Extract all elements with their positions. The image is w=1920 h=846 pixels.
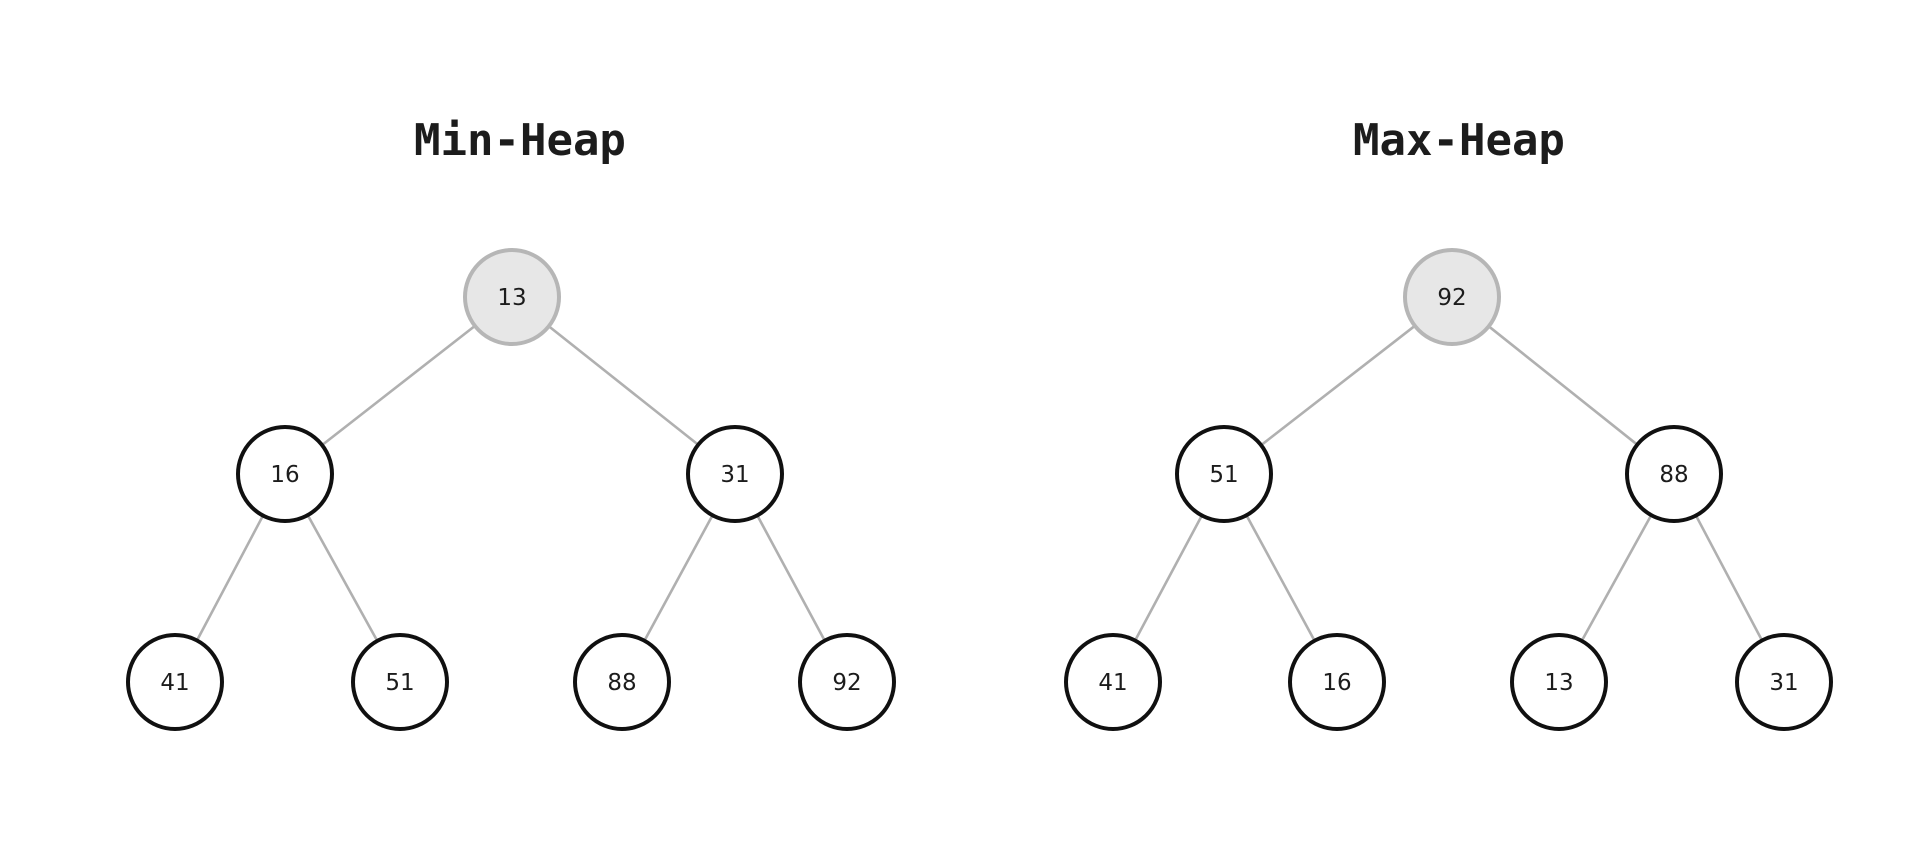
tree-node[interactable]: 13 — [1510, 633, 1608, 731]
tree-node[interactable]: 41 — [126, 633, 224, 731]
tree-edge — [306, 514, 379, 642]
node-circle[interactable] — [573, 633, 671, 731]
node-value-label: 31 — [1769, 670, 1798, 696]
edges-min-heap — [196, 325, 826, 642]
edges-max-heap — [1134, 325, 1763, 642]
tree-edge — [548, 325, 699, 446]
node-value-label: 51 — [1209, 462, 1238, 488]
node-value-label: 88 — [607, 670, 636, 696]
node-circle[interactable] — [798, 633, 896, 731]
node-circle[interactable] — [1064, 633, 1162, 731]
panels-layer: Min-Heap 13 16 31 41 51 88 92 Max-Heap 92 51 88 41 16… — [126, 115, 1833, 731]
node-value-label: 41 — [160, 670, 189, 696]
node-value-label: 92 — [1437, 285, 1466, 311]
node-value-label: 88 — [1659, 462, 1688, 488]
tree-node[interactable]: 88 — [573, 633, 671, 731]
tree-edge — [1134, 515, 1203, 641]
heap-panel-min-heap: Min-Heap 13 16 31 41 51 88 92 — [126, 115, 896, 731]
tree-edge — [1695, 515, 1763, 641]
heap-title-max-heap: Max-Heap — [1353, 115, 1565, 166]
tree-edge — [1488, 325, 1638, 446]
node-circle[interactable] — [1175, 425, 1273, 523]
tree-node[interactable]: 16 — [236, 425, 334, 523]
tree-node[interactable]: 31 — [686, 425, 784, 523]
node-circle[interactable] — [1735, 633, 1833, 731]
node-value-label: 13 — [497, 285, 526, 311]
tree-edge — [643, 514, 714, 642]
tree-node[interactable]: 31 — [1735, 633, 1833, 731]
heap-panel-max-heap: Max-Heap 92 51 88 41 16 13 31 — [1064, 115, 1833, 731]
root-node-circle[interactable] — [1403, 248, 1501, 346]
node-value-label: 92 — [832, 670, 861, 696]
node-value-label: 51 — [385, 670, 414, 696]
tree-edge — [196, 515, 264, 641]
node-circle[interactable] — [351, 633, 449, 731]
node-circle[interactable] — [1510, 633, 1608, 731]
tree-node[interactable]: 16 — [1288, 633, 1386, 731]
node-value-label: 41 — [1098, 670, 1127, 696]
tree-node[interactable]: 92 — [798, 633, 896, 731]
tree-edge — [1245, 514, 1316, 642]
node-circle[interactable] — [686, 425, 784, 523]
node-value-label: 31 — [720, 462, 749, 488]
tree-edge — [321, 325, 476, 446]
node-circle[interactable] — [1288, 633, 1386, 731]
tree-edge — [756, 514, 826, 642]
node-value-label: 13 — [1544, 670, 1573, 696]
node-value-label: 16 — [1322, 670, 1351, 696]
root-node-circle[interactable] — [463, 248, 561, 346]
tree-node[interactable]: 51 — [351, 633, 449, 731]
tree-node[interactable]: 41 — [1064, 633, 1162, 731]
node-circle[interactable] — [236, 425, 334, 523]
tree-edge — [1580, 514, 1653, 642]
tree-edge — [1260, 325, 1416, 446]
tree-node[interactable]: 13 — [463, 248, 561, 346]
heap-title-min-heap: Min-Heap — [414, 115, 626, 166]
node-circle[interactable] — [1625, 425, 1723, 523]
node-circle[interactable] — [126, 633, 224, 731]
tree-node[interactable]: 51 — [1175, 425, 1273, 523]
tree-node[interactable]: 88 — [1625, 425, 1723, 523]
tree-node[interactable]: 92 — [1403, 248, 1501, 346]
node-value-label: 16 — [270, 462, 299, 488]
